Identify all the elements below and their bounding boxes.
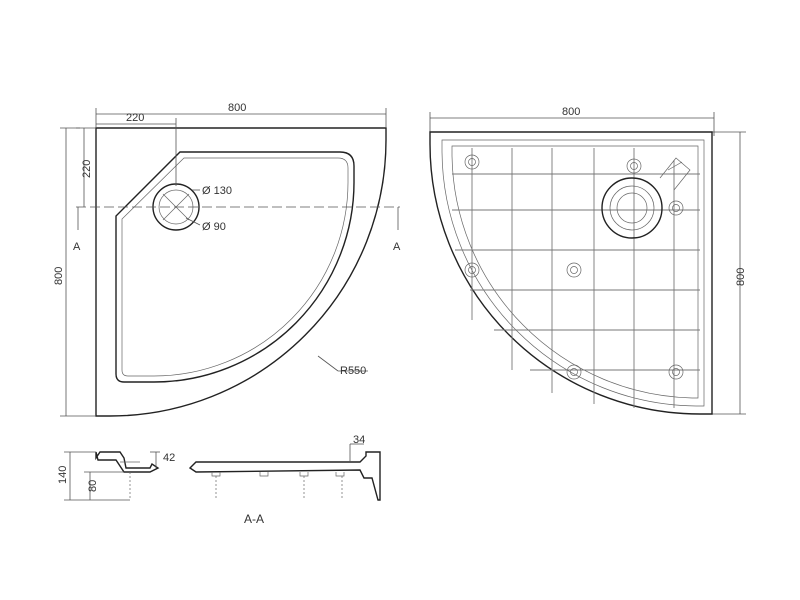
top-view: 800 220 220 A A 800 Ø 130 Ø 90 R550	[53, 102, 401, 417]
waste-inner-label: Ø 90	[202, 221, 226, 233]
drain-boss	[601, 157, 691, 239]
radius-leader	[317, 355, 339, 372]
bottom-outer-outline	[429, 131, 713, 415]
basin-outline	[115, 151, 355, 383]
dim-lip-label: 42	[163, 452, 175, 464]
support-feet	[464, 154, 684, 380]
basin-inner-outline	[121, 157, 349, 377]
foot	[566, 262, 582, 278]
dim-bottom-height-label: 800	[735, 268, 747, 286]
section-rib-feet	[211, 472, 345, 477]
section-left-label: A	[73, 241, 81, 253]
section-base-line	[188, 451, 381, 501]
dim-total-height-label: 140	[57, 466, 69, 484]
waste-inner-leader	[185, 217, 201, 226]
section-profile	[95, 451, 160, 473]
section-right-label: A	[393, 241, 401, 253]
waste-outer-label: Ø 130	[202, 185, 232, 197]
dim-edge-label: 34	[353, 434, 365, 446]
section-view: 140 80 42 34 A-A	[57, 434, 381, 526]
foot	[566, 364, 582, 380]
bottom-rim-outline	[441, 139, 705, 407]
dim-offset-y-label: 220	[81, 160, 93, 178]
foot	[464, 154, 480, 170]
section-caption: A-A	[244, 512, 264, 526]
dim-bottom-width-label: 800	[562, 106, 580, 118]
dim-width-label: 800	[228, 102, 246, 114]
bottom-view: 800 800	[429, 106, 747, 415]
dim-height-label: 800	[53, 267, 65, 285]
radius-label: R550	[340, 365, 366, 377]
foot	[668, 364, 684, 380]
foot	[668, 200, 684, 216]
dim-base-height-label: 80	[87, 480, 99, 492]
foot	[626, 158, 642, 174]
tray-outer-outline	[95, 127, 387, 417]
dim-offset-x-label: 220	[126, 112, 144, 124]
foot	[464, 262, 480, 278]
bottom-rim-inner	[451, 145, 699, 399]
